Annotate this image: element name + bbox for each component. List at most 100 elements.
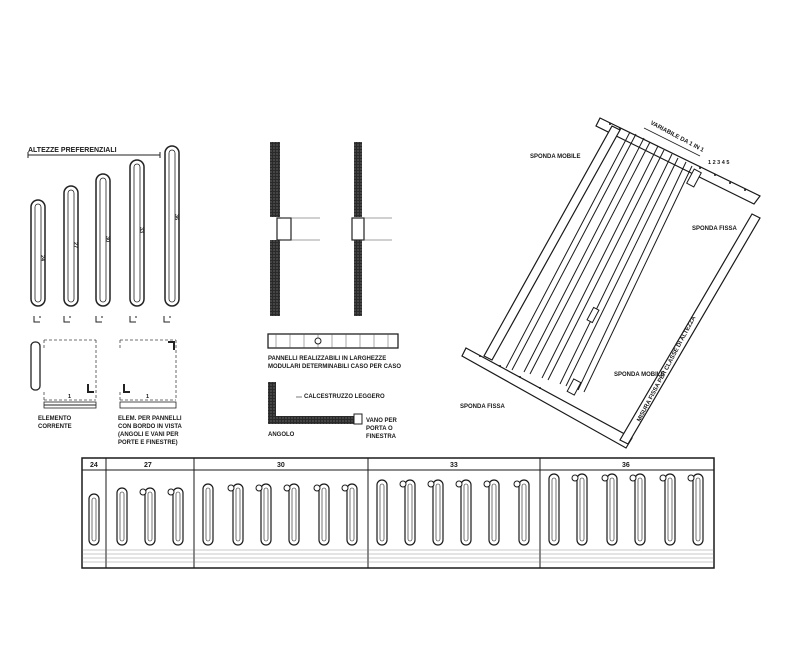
current-element-box <box>43 339 97 401</box>
table-profile-cap <box>341 484 349 492</box>
table-profile-3-1 <box>399 479 416 546</box>
wall-section-right-upper <box>354 142 362 217</box>
table-profile-body <box>692 473 704 546</box>
table-profile-2-3 <box>283 483 300 546</box>
panel-profile-33: 33 <box>129 159 145 307</box>
profiles-table: 24 27 30 33 36 <box>81 457 715 569</box>
frame-top-bar <box>595 117 761 205</box>
current-element-dim: 1 <box>68 394 71 400</box>
preferred-heights-group: ALTEZZE PREFERENZIALI 24 27 30 33 36 <box>27 145 180 323</box>
table-profile-2-1 <box>227 483 244 546</box>
current-element-profile <box>30 341 41 391</box>
table-profile-cap <box>427 480 435 488</box>
wall-section-left-upper <box>270 142 280 217</box>
table-profile-core <box>407 483 413 542</box>
table-profile-body <box>488 479 500 546</box>
table-col-24: 24 <box>90 462 98 469</box>
table-col-36: 36 <box>622 462 630 469</box>
table-profile-cap <box>283 484 291 492</box>
sponda-fissa-bottom-label: SPONDA FISSA <box>460 404 505 410</box>
border-element-label-1: ELEM. PER PANNELLI <box>118 416 182 422</box>
element-types-group: 1 ELEMENTO CORRENTE 1 ELEM. PER PANNELLI… <box>30 339 183 446</box>
table-profile-core <box>147 491 153 542</box>
opening-label-3: FINESTRA <box>366 434 397 440</box>
table-profile-cap <box>629 474 637 482</box>
table-profile-core <box>521 483 527 542</box>
sponda-mobile-top-label: SPONDA MOBILE <box>530 154 580 160</box>
table-profile-core <box>205 487 211 542</box>
profile-label-30: 30 <box>104 236 110 242</box>
table-profile-core <box>637 477 643 542</box>
table-profile-core <box>667 477 673 542</box>
table-profile-cap <box>601 474 609 482</box>
sponda-mobile-bottom-label: SPONDA MOBILE <box>614 372 664 378</box>
panels-label-1: PANNELLI REALIZZABILI IN LARGHEZZE <box>268 356 386 362</box>
table-profile-core <box>491 483 497 542</box>
table-profile-body <box>318 483 330 546</box>
border-element-box <box>119 339 177 401</box>
profile-label-27: 27 <box>72 242 78 248</box>
table-profile-2-0 <box>202 483 214 546</box>
table-profile-2-5 <box>341 483 358 546</box>
frame-slats <box>505 131 693 393</box>
table-profile-core <box>379 483 385 542</box>
table-col-27: 27 <box>144 462 152 469</box>
table-profile-cap <box>455 480 463 488</box>
border-element-label-4: PORTE E FINESTRE) <box>118 440 178 446</box>
table-profile-core <box>349 487 355 542</box>
border-element-dim: 1 <box>146 394 149 400</box>
table-profile-body <box>432 479 444 546</box>
border-element-label-3: (ANGOLI E VANI PER <box>118 432 179 438</box>
table-profile-0-0 <box>88 493 100 546</box>
opening-label-1: VANO PER <box>366 418 398 424</box>
table-profile-4-4 <box>659 473 676 546</box>
frame-bottom-bar <box>461 347 633 449</box>
table-profile-cap <box>483 480 491 488</box>
table-profile-cap <box>255 484 263 492</box>
table-profile-3-4 <box>483 479 500 546</box>
table-profile-body <box>634 473 646 546</box>
table-profile-core <box>235 487 241 542</box>
table-profile-body <box>606 473 618 546</box>
table-profile-body <box>664 473 676 546</box>
table-profile-cap <box>313 484 321 492</box>
table-profile-body <box>576 473 588 546</box>
table-profile-body <box>288 483 300 546</box>
current-element-label-1: ELEMENTO <box>38 416 72 422</box>
formwork-frame-group <box>461 117 761 449</box>
wall-section-left-joint <box>276 217 292 241</box>
table-profile-cap <box>139 488 147 496</box>
table-profile-body <box>88 493 100 546</box>
table-profile-body <box>376 479 388 546</box>
profile-label-36: 36 <box>173 214 179 220</box>
corner-label: ANGOLO <box>268 432 295 438</box>
opening-label-2: PORTA O <box>366 426 393 432</box>
table-col-30: 30 <box>277 462 285 469</box>
table-profile-cap <box>399 480 407 488</box>
table-profile-core <box>695 477 701 542</box>
table-profile-4-1 <box>571 473 588 546</box>
table-profile-cap <box>571 474 579 482</box>
current-element-label-2: CORRENTE <box>38 424 72 430</box>
table-profile-core <box>263 487 269 542</box>
table-profile-4-5 <box>687 473 704 546</box>
table-profile-body <box>518 479 530 546</box>
sponda-fissa-right-label: SPONDA FISSA <box>692 226 737 232</box>
table-profiles <box>88 473 704 546</box>
panel-strip-plan <box>267 333 399 349</box>
table-profile-4-3 <box>629 473 646 546</box>
profile-label-24: 24 <box>39 255 45 262</box>
table-profile-core <box>435 483 441 542</box>
light-concrete-label: CALCESTRUZZO LEGGERO <box>304 394 385 400</box>
table-profile-4-0 <box>548 473 560 546</box>
table-profile-core <box>579 477 585 542</box>
table-profile-body <box>202 483 214 546</box>
frame-right-rail <box>619 213 761 445</box>
table-col-33: 33 <box>450 462 458 469</box>
table-profile-cap <box>687 474 695 482</box>
table-profile-3-0 <box>376 479 388 546</box>
table-profile-2-4 <box>313 483 330 546</box>
scale-marks: 1 2 3 4 5 <box>708 160 729 166</box>
